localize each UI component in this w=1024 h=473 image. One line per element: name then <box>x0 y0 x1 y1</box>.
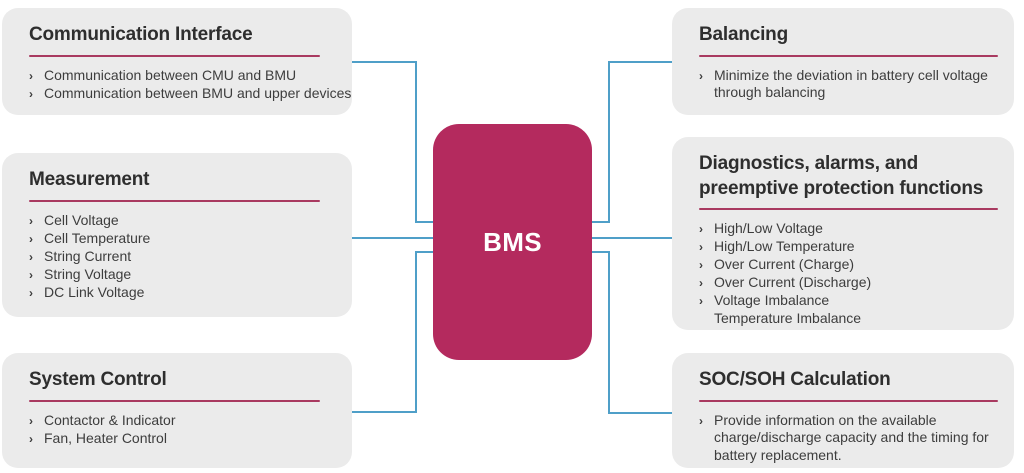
chevron-right-icon: › <box>29 285 33 300</box>
chevron-right-icon: › <box>29 68 33 83</box>
box-title: System Control <box>29 369 167 390</box>
box-title: SOC/SOH Calculation <box>699 369 891 390</box>
chevron-right-icon: › <box>699 240 703 255</box>
item-label: Cell Temperature <box>44 229 151 246</box>
chevron-right-icon: › <box>29 86 33 101</box>
list-item: › Provide information on the available c… <box>699 412 1000 465</box>
list-item: › Cell Voltage <box>29 212 322 230</box>
title-underline <box>699 399 998 402</box>
item-label: Over Current (Discharge) <box>714 274 872 291</box>
box-balancing: Balancing › Minimize the deviation in ba… <box>672 8 1014 115</box>
item-label: Cell Voltage <box>44 211 119 228</box>
item-label: String Current <box>44 247 132 264</box>
title-underline <box>699 54 998 57</box>
list-item: › String Voltage <box>29 266 322 284</box>
list-item: › High/Low Temperature <box>699 238 1000 256</box>
chevron-right-icon: › <box>699 258 703 273</box>
chevron-right-icon: › <box>699 276 703 291</box>
chevron-right-icon: › <box>29 267 33 282</box>
title-underline <box>699 208 998 211</box>
item-label: Voltage Imbalance <box>714 292 830 309</box>
list-item: › Fan, Heater Control <box>29 430 322 448</box>
title-underline <box>29 399 320 402</box>
chevron-right-icon: › <box>29 249 33 264</box>
box-title: Balancing <box>699 24 788 45</box>
box-measurement: Measurement › Cell Voltage › Cell Temper… <box>2 153 352 317</box>
connector-soc-soh <box>591 251 672 414</box>
chevron-right-icon: › <box>699 294 703 309</box>
chevron-right-icon: › <box>699 413 703 428</box>
item-label: Contactor & Indicator <box>44 411 176 428</box>
item-list: › Communication between CMU and BMU › Co… <box>29 67 351 103</box>
chevron-right-icon: › <box>29 213 33 228</box>
item-label: High/Low Temperature <box>714 238 855 255</box>
item-label: Provide information on the available cha… <box>714 411 989 463</box>
chevron-right-icon: › <box>29 431 33 446</box>
list-item: › High/Low Voltage <box>699 220 1000 238</box>
list-item: › DC Link Voltage <box>29 284 322 302</box>
list-item: › Contactor & Indicator <box>29 412 322 430</box>
item-list: › Provide information on the available c… <box>699 412 1000 465</box>
title-underline <box>29 54 320 57</box>
connector-balancing <box>591 61 672 223</box>
chevron-right-icon: › <box>29 231 33 246</box>
list-item: Temperature Imbalance <box>699 310 1000 328</box>
list-item: › Communication between BMU and upper de… <box>29 85 351 103</box>
chevron-right-icon: › <box>29 413 33 428</box>
list-item: › Over Current (Charge) <box>699 256 1000 274</box>
box-communication-interface: Communication Interface › Communication … <box>2 8 352 115</box>
item-list: › Cell Voltage › Cell Temperature › Stri… <box>29 212 322 302</box>
list-item: › Minimize the deviation in battery cell… <box>699 67 1000 102</box>
box-soc-soh-calculation: SOC/SOH Calculation › Provide informatio… <box>672 353 1014 468</box>
item-list: › Contactor & Indicator › Fan, Heater Co… <box>29 412 322 448</box>
item-list: › Minimize the deviation in battery cell… <box>699 67 1000 102</box>
chevron-right-icon: › <box>699 222 703 237</box>
chevron-right-icon: › <box>699 68 703 83</box>
connector-system-control <box>352 251 434 413</box>
chevron-right-icon <box>699 310 714 311</box>
list-item: › Cell Temperature <box>29 230 322 248</box>
box-title: Diagnostics, alarms, and preemptive prot… <box>699 153 984 199</box>
item-label: DC Link Voltage <box>44 283 145 300</box>
item-label: Communication between BMU and upper devi… <box>44 84 352 101</box>
list-item: › Voltage Imbalance <box>699 292 1000 310</box>
item-label: Temperature Imbalance <box>714 310 862 327</box>
item-label: Fan, Heater Control <box>44 429 167 446</box>
title-underline <box>29 199 320 202</box>
box-diagnostics-alarms: Diagnostics, alarms, and preemptive prot… <box>672 137 1014 330</box>
box-system-control: System Control › Contactor & Indicator ›… <box>2 353 352 468</box>
item-label: Minimize the deviation in battery cell v… <box>714 66 988 101</box>
box-title: Measurement <box>29 169 150 190</box>
bms-label: BMS <box>483 226 542 257</box>
connector-communication-interface <box>352 61 434 223</box>
item-label: High/Low Voltage <box>714 220 823 237</box>
bms-node: BMS <box>433 124 592 360</box>
box-title: Communication Interface <box>29 24 253 45</box>
item-label: String Voltage <box>44 265 132 282</box>
item-label: Over Current (Charge) <box>714 256 855 273</box>
item-list: › High/Low Voltage › High/Low Temperatur… <box>699 220 1000 328</box>
item-label: Communication between CMU and BMU <box>44 66 297 83</box>
list-item: › Over Current (Discharge) <box>699 274 1000 292</box>
list-item: › Communication between CMU and BMU <box>29 67 322 85</box>
list-item: › String Current <box>29 248 322 266</box>
